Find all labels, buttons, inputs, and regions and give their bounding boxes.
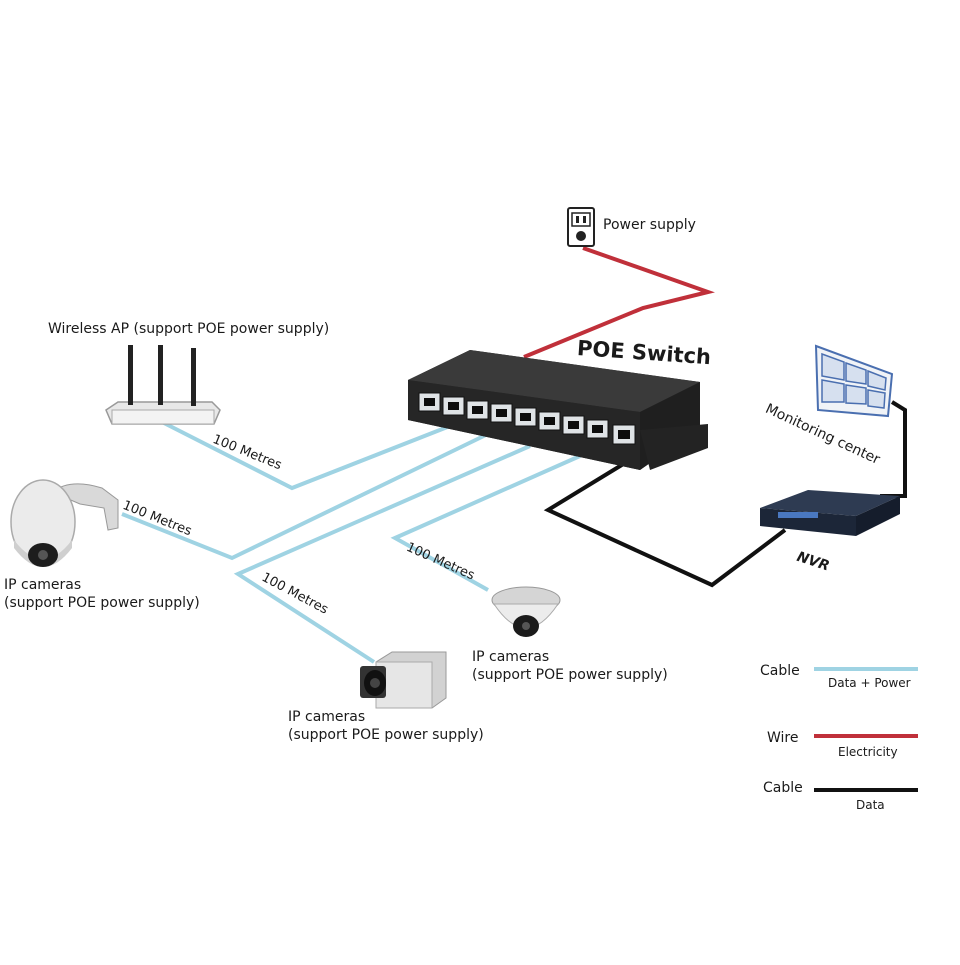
poe-cable-ap bbox=[161, 420, 451, 491]
electricity-wire bbox=[523, 246, 715, 359]
ip-cameras-box-label-1: IP cameras bbox=[288, 709, 366, 725]
power-outlet-icon bbox=[567, 207, 595, 247]
box-camera-icon bbox=[360, 651, 447, 709]
ip-cameras-dome-label-2: (support POE power supply) bbox=[472, 667, 668, 683]
legend-title-data-power: Cable bbox=[760, 663, 800, 679]
wireless-ap-icon bbox=[105, 345, 221, 425]
poe-cable-box bbox=[233, 444, 531, 664]
legend-sub-data-power: Data + Power bbox=[828, 676, 911, 690]
ip-cameras-dome-label-1: IP cameras bbox=[472, 649, 550, 665]
poe-cable-ptz bbox=[121, 430, 493, 561]
data-cable-to-nvr bbox=[543, 461, 787, 588]
legend-sub-electricity: Electricity bbox=[838, 745, 898, 759]
poe-switch-icon bbox=[408, 350, 708, 470]
monitoring-center-icon bbox=[814, 344, 894, 418]
ip-cameras-ptz-label-2: (support POE power supply) bbox=[4, 595, 200, 611]
dome-camera-icon bbox=[491, 586, 561, 637]
ip-cameras-box-label-2: (support POE power supply) bbox=[288, 727, 484, 743]
legend-title-electricity: Wire bbox=[767, 730, 799, 746]
nvr-icon bbox=[760, 490, 900, 536]
legend-title-data: Cable bbox=[763, 780, 803, 796]
ptz-camera-icon bbox=[10, 479, 119, 567]
legend-sub-data: Data bbox=[856, 798, 885, 812]
legend-lines bbox=[814, 667, 918, 792]
poe-cable-dome bbox=[390, 454, 581, 592]
power-supply-label: Power supply bbox=[603, 217, 696, 233]
wireless-ap-label: Wireless AP (support POE power supply) bbox=[48, 321, 330, 337]
ip-cameras-ptz-label-1: IP cameras bbox=[4, 577, 82, 593]
